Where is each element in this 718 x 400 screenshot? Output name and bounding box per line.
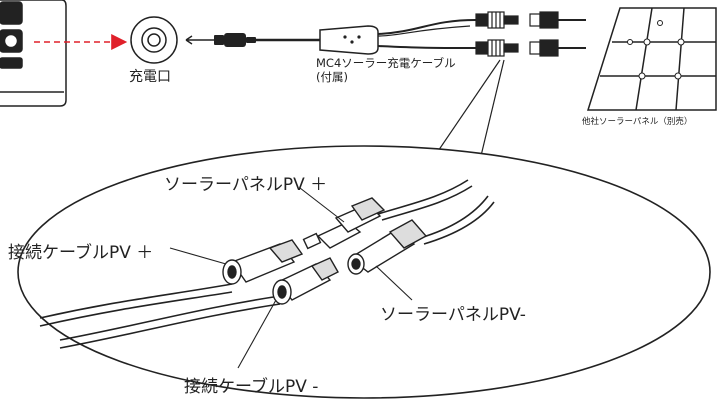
connect-pv-plus-label: 接続ケーブルPV ＋ xyxy=(8,243,154,263)
mc4-cable-label: MC4ソーラー充電ケーブル (付属) xyxy=(316,56,456,84)
solar-pv-minus-connector xyxy=(347,219,428,275)
charging-port-label: 充電口 xyxy=(129,69,171,85)
cable-to-mc4 xyxy=(377,19,477,49)
mc4-connector-bottom xyxy=(475,39,519,57)
label-leader-lines xyxy=(169,187,413,369)
mc4-connector-top xyxy=(475,11,519,29)
solar-panel-label: 他社ソーラーパネル（別売） xyxy=(582,117,693,127)
zoom-pointer-lines xyxy=(431,59,505,161)
solar-pv-plus-connector xyxy=(302,197,386,250)
solar-pv-minus-label: ソーラーパネルPV- xyxy=(380,305,526,325)
connect-pv-minus-connector xyxy=(272,257,339,305)
solar-pv-plus-label: ソーラーパネルPV ＋ xyxy=(164,175,328,195)
solar-panel-icon xyxy=(586,7,717,111)
mc4-panel-connector-top xyxy=(529,11,586,29)
connect-pv-plus-connector xyxy=(222,239,304,285)
charging-port-icon xyxy=(130,16,178,64)
mc4-panel-connector-bottom xyxy=(529,39,586,57)
mc4-cable-label-line1: MC4ソーラー充電ケーブル xyxy=(316,56,456,70)
cable-splitter xyxy=(319,25,379,55)
power-station-unit xyxy=(0,0,67,107)
connect-pv-minus-label: 接続ケーブルPV - xyxy=(184,377,319,397)
mc4-cable-label-line2: (付属) xyxy=(316,70,348,84)
dc-plug-icon xyxy=(214,33,256,47)
zoom-ellipse xyxy=(17,145,711,399)
zoomed-cables xyxy=(39,179,495,349)
plug-arrow xyxy=(185,35,214,45)
